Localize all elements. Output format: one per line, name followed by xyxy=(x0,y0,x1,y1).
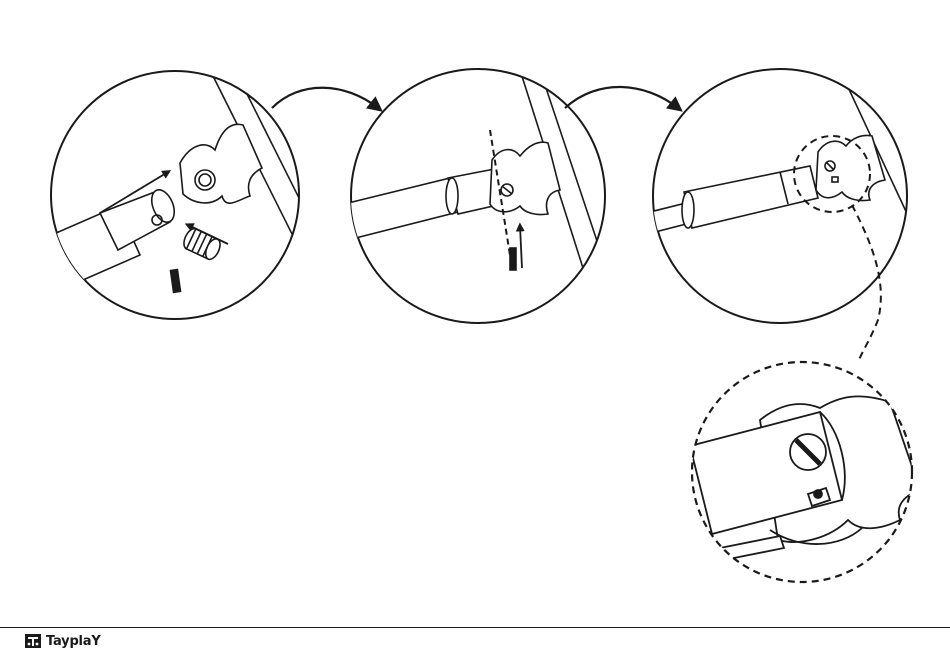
tayplay-logo-icon xyxy=(24,632,42,650)
detail-zoom-circle xyxy=(690,362,920,582)
assembly-illustration xyxy=(0,0,950,620)
footer-divider xyxy=(0,627,950,628)
step-1-insert-bolt-and-pin xyxy=(40,60,320,319)
brand-footer: TayplaY xyxy=(24,630,101,652)
brand-name: TayplaY xyxy=(46,634,101,649)
step-arrow-1-to-2 xyxy=(272,88,378,108)
step-2-align-and-insert-pin xyxy=(340,69,610,323)
step-3-assembled-joint xyxy=(650,69,930,323)
small-pin-step-2 xyxy=(510,248,516,270)
step-arrow-2-to-3 xyxy=(565,87,678,108)
